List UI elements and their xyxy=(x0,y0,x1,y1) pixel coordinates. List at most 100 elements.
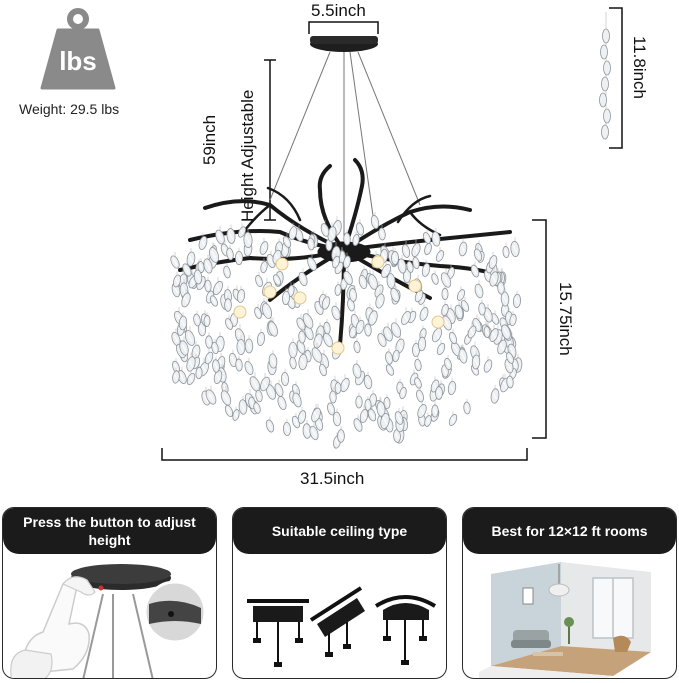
crystal xyxy=(353,414,363,432)
crystal xyxy=(368,270,378,290)
bulb xyxy=(331,341,345,355)
crystal xyxy=(212,356,220,373)
crystal xyxy=(225,315,233,330)
room-preview-illustration xyxy=(463,554,676,678)
crystal xyxy=(281,287,291,306)
crystal xyxy=(302,309,314,329)
branch xyxy=(342,248,502,278)
crystal xyxy=(181,288,191,308)
crystal xyxy=(416,386,424,403)
crystal xyxy=(347,295,355,312)
weight-icon: lbs xyxy=(40,8,116,90)
crystal xyxy=(254,304,262,319)
bulb xyxy=(293,291,307,305)
crystal xyxy=(319,360,327,377)
crystal xyxy=(215,225,225,245)
crystal xyxy=(358,271,368,290)
crystal-pendant-sample xyxy=(599,12,611,140)
crystal xyxy=(296,314,306,331)
weight-icon-label: lbs xyxy=(59,46,97,76)
crystal xyxy=(506,349,514,364)
crystal xyxy=(483,303,493,323)
crystal xyxy=(249,372,261,392)
crystal xyxy=(331,302,341,321)
crystal xyxy=(483,323,491,338)
crystal xyxy=(497,335,507,355)
crystal xyxy=(447,264,455,280)
crystal xyxy=(440,268,452,288)
crystal xyxy=(364,320,372,337)
crystal xyxy=(500,288,510,307)
crystal xyxy=(460,297,470,312)
crystal xyxy=(211,339,219,355)
crystal xyxy=(355,392,363,409)
crystal xyxy=(488,251,498,269)
crystal xyxy=(352,359,362,379)
crystal xyxy=(431,227,441,247)
crystal xyxy=(490,384,500,404)
crystal xyxy=(234,247,244,266)
crystal xyxy=(334,379,342,394)
crystal xyxy=(204,348,214,365)
card-title: Best for 12×12 ft rooms xyxy=(463,508,676,554)
crystal xyxy=(375,289,385,309)
crystal xyxy=(385,348,393,365)
crystal xyxy=(412,254,420,270)
crystal xyxy=(449,328,457,345)
card-title: Suitable ceiling type xyxy=(233,508,446,554)
crystal xyxy=(296,336,306,354)
card-room-size: Best for 12×12 ft rooms xyxy=(462,507,677,679)
crystal xyxy=(173,271,181,288)
crystal xyxy=(370,211,380,229)
crystal xyxy=(390,318,402,338)
crystal xyxy=(327,222,337,242)
crystal xyxy=(419,303,429,321)
crystal xyxy=(401,240,411,258)
crystal xyxy=(203,254,213,274)
crystal xyxy=(334,281,342,296)
crystal xyxy=(203,312,211,327)
crystal xyxy=(502,243,510,258)
crystal xyxy=(274,379,284,397)
crystal xyxy=(441,285,449,301)
crystal xyxy=(419,325,427,340)
bulb xyxy=(275,257,289,271)
crystal xyxy=(256,328,266,346)
crystal xyxy=(600,44,608,60)
crystal xyxy=(309,422,319,441)
crystal xyxy=(383,394,391,410)
crystal xyxy=(281,368,289,387)
body-width-label: 31.5inch xyxy=(300,469,365,488)
crystal xyxy=(380,409,390,430)
crystal xyxy=(337,426,345,443)
crystal xyxy=(397,254,407,274)
crystal xyxy=(209,243,219,263)
crystal xyxy=(236,335,246,356)
crystal xyxy=(213,277,223,296)
crystal xyxy=(255,386,263,403)
crystal xyxy=(298,268,308,287)
dimension-lines xyxy=(161,7,623,461)
crystal xyxy=(172,367,180,384)
crystal xyxy=(510,237,520,258)
crystal xyxy=(255,271,263,288)
crystal xyxy=(599,92,607,108)
crystal xyxy=(394,407,404,425)
crystal xyxy=(497,278,505,295)
crystal xyxy=(359,405,369,424)
crystal xyxy=(431,401,439,418)
bulb xyxy=(263,285,277,299)
crystal xyxy=(288,222,298,240)
crystal xyxy=(253,399,261,414)
crystal xyxy=(377,329,387,347)
crystal xyxy=(223,262,231,279)
crystal xyxy=(205,332,213,349)
crystal xyxy=(340,374,350,393)
crystal xyxy=(193,266,203,285)
crystal xyxy=(228,349,238,368)
crystal xyxy=(381,260,391,279)
crystal xyxy=(512,290,522,309)
crystal xyxy=(298,327,306,344)
crystal xyxy=(435,383,443,400)
crystal xyxy=(423,229,431,244)
